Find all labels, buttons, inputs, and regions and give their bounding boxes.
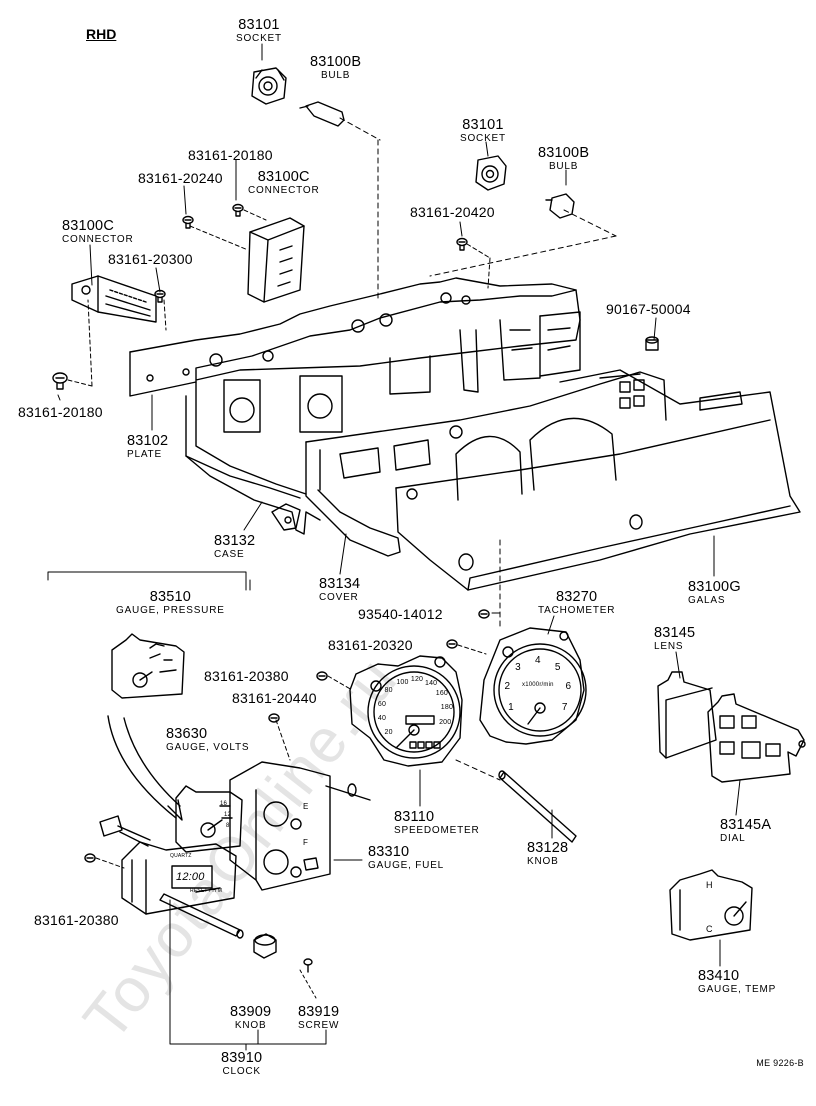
label-screw-20320: 83161-20320 (328, 637, 413, 653)
tacho-ticks-label: 6 (565, 680, 572, 692)
label-screw-20180-left: 83161-20180 (18, 404, 103, 420)
tacho-unit: x1000r/min (522, 682, 554, 688)
label-bolt-50004: 90167-50004 (606, 301, 691, 317)
label-screw-20440: 83161-20440 (232, 690, 317, 706)
label-screw-14012: 93540-14012 (358, 606, 443, 622)
knob-83909-drawing (253, 933, 277, 959)
tacho-ticks-label: 3 (515, 662, 521, 674)
glass-drawing (395, 369, 801, 591)
clock-brand: QUARTZ (170, 853, 192, 859)
tacho-ticks-label: 4 (535, 655, 541, 666)
clock-drawing (99, 815, 237, 915)
tacho-ticks-label: 7 (561, 701, 568, 713)
tacho-ticks-label: 5 (554, 662, 561, 674)
plate-drawing (129, 277, 581, 397)
label-screw-20300: 83161-20300 (108, 251, 193, 267)
speedo-ticks-label: 40 (377, 715, 387, 723)
label-screw-20180-top: 83161-20180 (188, 147, 273, 163)
gauge-temp-drawing (669, 869, 753, 941)
clock-display-time: 12:00 (176, 871, 205, 883)
label-screw-20420: 83161-20420 (410, 204, 495, 220)
connector-left-drawing (71, 275, 157, 323)
connector-mid-drawing (247, 217, 305, 303)
bulb-mid-drawing (545, 193, 575, 219)
reference-code: ME 9226-B (756, 1058, 804, 1068)
cover-drawing (305, 371, 667, 557)
region-label: RHD (86, 26, 117, 42)
speedo-ticks-label: 60 (377, 700, 387, 708)
tacho-ticks-label: 2 (504, 680, 511, 692)
speedo-ticks-label: 200 (439, 718, 452, 726)
case-drawing (185, 311, 581, 535)
speedo-ticks-label: 120 (410, 676, 424, 684)
socket-top-drawing (251, 67, 287, 105)
leader-lines (47, 43, 741, 1051)
fuel-mark-e: E (303, 802, 309, 811)
label-screw-20380-bottom: 83161-20380 (34, 912, 119, 928)
gauge-fuel-drawing (229, 761, 371, 891)
tacho-ticks-label: 1 (508, 701, 514, 713)
bulb-top-drawing (299, 101, 345, 127)
socket-mid-drawing (475, 155, 507, 191)
label-screw-20380-top: 83161-20380 (204, 668, 289, 684)
label-screw-20240: 83161-20240 (138, 170, 223, 186)
speedometer-drawing (349, 655, 463, 767)
speedo-ticks-label: 160 (435, 690, 449, 698)
fuel-mark-f: F (303, 838, 309, 847)
speedo-ticks-label: 180 (440, 704, 454, 712)
clock-shaft-drawing (159, 893, 244, 939)
clock-buttons: RESET / H M (190, 888, 223, 894)
lens-drawing (657, 671, 717, 759)
temp-mark-c: C (706, 924, 713, 934)
dial-drawing (707, 693, 806, 783)
temp-mark-h: H (706, 880, 713, 890)
gauge-volts-drawing (175, 785, 243, 853)
volts-mark-12: 12 (224, 812, 232, 818)
speedo-ticks-label: 140 (425, 680, 438, 688)
volts-mark-8: 8 (226, 823, 230, 829)
gauge-pressure-drawing (111, 633, 185, 699)
speedo-ticks-label: 100 (396, 678, 409, 686)
speedo-ticks-label: 20 (384, 728, 393, 736)
curved-arrow-drawing (107, 715, 183, 821)
knob-83128-drawing (498, 770, 577, 843)
tachometer-drawing (479, 627, 587, 745)
speedo-ticks-label: 80 (384, 687, 393, 695)
small-screws (52, 203, 659, 973)
volts-mark-16: 16 (220, 801, 228, 807)
